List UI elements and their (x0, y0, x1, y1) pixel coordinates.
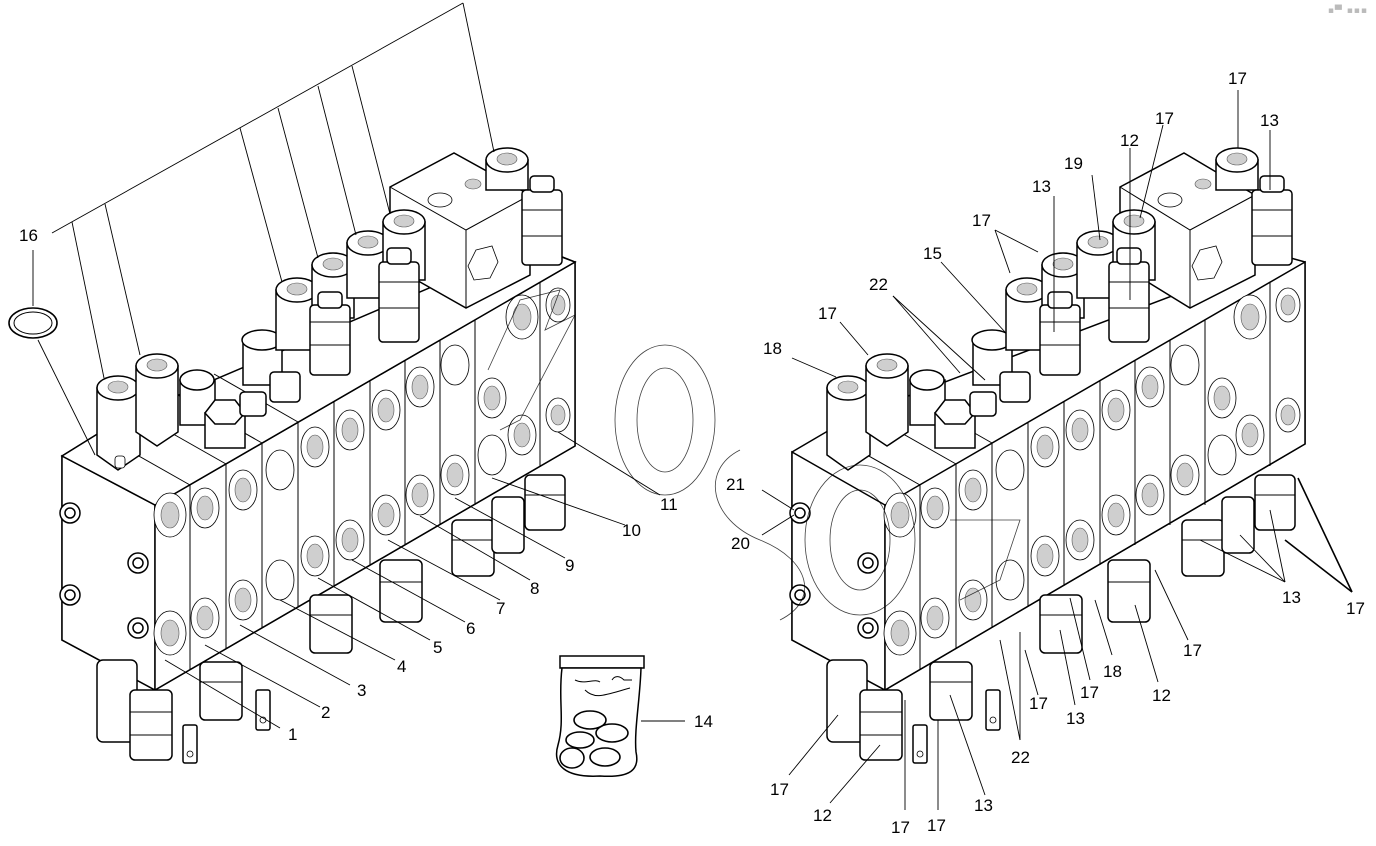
watermark (487, 289, 1021, 621)
callout-13[interactable]: 13 (1032, 177, 1051, 196)
callout-5[interactable]: 5 (433, 638, 442, 657)
right-bottom-fittings (826, 474, 1296, 764)
bottom-fitting (1107, 559, 1151, 623)
relief-valve (1039, 291, 1081, 376)
bottom-fitting (524, 474, 566, 531)
bottom-fitting (859, 689, 903, 761)
port-boss (1005, 277, 1049, 351)
small-plug (969, 371, 1031, 417)
callout-17[interactable]: 17 (1080, 683, 1099, 702)
port-boss (865, 353, 909, 447)
callout-17[interactable]: 17 (1155, 109, 1174, 128)
port-boss (1215, 147, 1259, 191)
left-valve-assembly (8, 2, 577, 764)
callout-17[interactable]: 17 (1029, 694, 1048, 713)
bottom-fitting (199, 661, 243, 721)
callout-17[interactable]: 17 (927, 816, 946, 835)
callout-16[interactable]: 16 (19, 226, 38, 245)
callout-3[interactable]: 3 (357, 681, 366, 700)
port-boss (96, 375, 141, 471)
callout-21[interactable]: 21 (726, 475, 745, 494)
relief-valve (309, 291, 351, 376)
hex-plug (934, 399, 976, 449)
callout-22[interactable]: 22 (869, 275, 888, 294)
callout-2[interactable]: 2 (321, 703, 330, 722)
leader-lines-16 (32, 2, 495, 456)
bottom-fitting (491, 496, 525, 554)
bottom-fitting (929, 661, 973, 721)
left-side-bolts (59, 502, 149, 639)
callout-1[interactable]: 1 (288, 725, 297, 744)
bottom-fitting (1221, 496, 1255, 554)
callout-17[interactable]: 17 (1346, 599, 1365, 618)
spool-tab (985, 689, 1001, 731)
callout-18[interactable]: 18 (763, 339, 782, 358)
callout-13[interactable]: 13 (1282, 588, 1301, 607)
spool-tab (255, 689, 271, 731)
right-callouts: 17 13 12 17 19 13 17 15 22 17 18 21 20 1… (726, 69, 1365, 837)
left-relief-valves (239, 175, 563, 417)
callout-10[interactable]: 10 (622, 521, 641, 540)
bottom-fitting (1181, 519, 1225, 577)
callout-7[interactable]: 7 (496, 599, 505, 618)
right-valve-assembly (487, 147, 1306, 764)
bottom-fitting (309, 594, 353, 654)
spool-tab (182, 724, 198, 764)
callout-17[interactable]: 17 (891, 818, 910, 837)
callout-15[interactable]: 15 (923, 244, 942, 263)
callout-17[interactable]: 17 (1183, 641, 1202, 660)
left-bottom-fittings (96, 474, 566, 764)
callout-17[interactable]: 17 (770, 780, 789, 799)
callout-13[interactable]: 13 (1260, 111, 1279, 130)
port-boss (485, 147, 529, 191)
callout-12[interactable]: 12 (1152, 686, 1171, 705)
callout-17[interactable]: 17 (1228, 69, 1247, 88)
callout-4[interactable]: 4 (397, 657, 406, 676)
callout-11[interactable]: 11 (660, 495, 678, 514)
relief-valve (521, 175, 563, 266)
hex-plug (204, 399, 246, 449)
right-front-ports (883, 287, 1301, 656)
callout-20[interactable]: 20 (731, 534, 750, 553)
callout-18[interactable]: 18 (1103, 662, 1122, 681)
right-callout-leaders (761, 90, 1353, 810)
bottom-fitting (1254, 474, 1296, 531)
seal-ring-16 (8, 307, 58, 339)
small-plug (239, 371, 301, 417)
seal-kit-bag: 14 (555, 655, 713, 778)
left-callouts: 1 2 3 4 5 6 7 8 9 10 11 16 (19, 226, 678, 744)
spool-tab (912, 724, 928, 764)
right-side-bolts (789, 502, 879, 639)
relief-valve (1108, 247, 1150, 343)
callout-12[interactable]: 12 (813, 806, 832, 825)
port-boss (135, 353, 179, 447)
callout-22[interactable]: 22 (1011, 748, 1030, 767)
port-boss (826, 375, 871, 471)
callout-19[interactable]: 19 (1064, 154, 1083, 173)
callout-14[interactable]: 14 (694, 712, 713, 731)
callout-8[interactable]: 8 (530, 579, 539, 598)
port-boss (275, 277, 319, 351)
left-front-ports (153, 287, 571, 656)
callout-6[interactable]: 6 (466, 619, 475, 638)
relief-valve (378, 247, 420, 343)
bottom-fitting (1039, 594, 1083, 654)
callout-13[interactable]: 13 (1066, 709, 1085, 728)
callout-12[interactable]: 12 (1120, 131, 1139, 150)
callout-9[interactable]: 9 (565, 556, 574, 575)
callout-17[interactable]: 17 (972, 211, 991, 230)
bottom-fitting (451, 519, 495, 577)
left-callout-leaders (164, 431, 661, 729)
callout-17[interactable]: 17 (818, 304, 837, 323)
bottom-fitting (129, 689, 173, 761)
relief-valve (1251, 175, 1293, 266)
corner-indicator: ▪▀ ▪▪▪ (1327, 6, 1368, 16)
bottom-fitting (379, 559, 423, 623)
callout-13[interactable]: 13 (974, 796, 993, 815)
